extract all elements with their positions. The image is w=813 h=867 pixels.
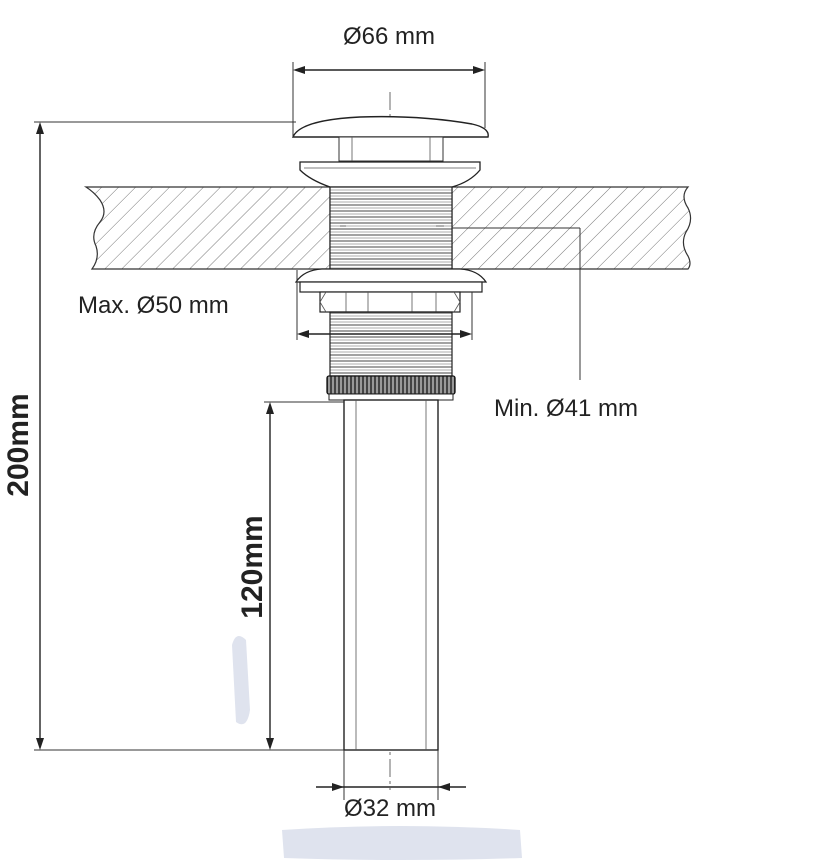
dim-top-diameter [292, 62, 486, 137]
drain-cap [291, 115, 489, 162]
knurled-ring [326, 375, 456, 395]
label-total-height: 200mm [2, 393, 35, 496]
lower-thread [329, 311, 453, 377]
drain-flange [299, 161, 481, 188]
tail-pipe [343, 399, 439, 751]
label-pipe-diameter: Ø32 mm [344, 795, 436, 822]
smudge-bottom [282, 826, 522, 860]
label-pipe-length: 120mm [236, 515, 269, 618]
hex-nut [319, 291, 461, 313]
smudge-left [232, 636, 250, 725]
label-min-hole: Min. Ø41 mm [494, 395, 638, 422]
label-max-hole: Max. Ø50 mm [78, 292, 229, 319]
dim-max-hole [296, 270, 473, 340]
lower-gasket [294, 268, 488, 293]
dim-pipe-length [264, 401, 344, 750]
upper-thread [329, 186, 453, 270]
dim-pipe-diameter [316, 750, 466, 800]
dim-min-hole [452, 227, 581, 380]
dim-total-height [34, 121, 344, 751]
label-top-diameter: Ø66 mm [343, 23, 435, 50]
countertop [83, 186, 692, 270]
